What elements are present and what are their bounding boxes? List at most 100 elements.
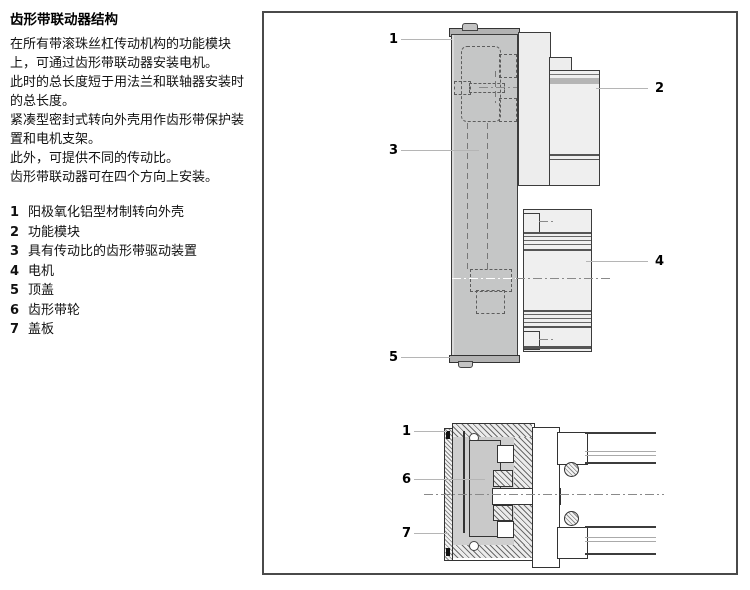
- ballscrew-section-icon: [564, 511, 579, 526]
- legend-item: 6 齿形带轮: [10, 301, 260, 321]
- cover-plate-screw-icon: [446, 431, 450, 439]
- module-flange-column: [532, 427, 560, 568]
- screw-axis-vline: [495, 71, 496, 103]
- shaft-hub-lower: [493, 505, 513, 521]
- callout-5: 5: [388, 350, 398, 365]
- legend-num: 4: [10, 263, 20, 279]
- callout-3: 3: [388, 143, 398, 158]
- rail-line: [585, 526, 656, 528]
- mount-block-top: [557, 432, 588, 465]
- sensor-notch-bottom: [523, 331, 540, 350]
- legend-label: 具有传动比的齿形带驱动装置: [28, 244, 198, 259]
- axis-centerline-on-housing: [452, 278, 516, 279]
- drive-module-body: [523, 209, 592, 352]
- leader-3: [401, 150, 479, 151]
- bearing-block-bottom: [497, 521, 514, 538]
- leader-5: [401, 357, 451, 358]
- shaft-hub-upper: [493, 470, 513, 487]
- stripe-band: [524, 346, 591, 349]
- housing-wall-right-upper: [514, 437, 532, 488]
- legend-num: 2: [10, 224, 20, 240]
- stripe-line: [524, 314, 591, 315]
- stripe-line: [524, 249, 591, 251]
- description-panel: 齿形带联动器结构 在所有带滚珠丝杠传动机构的功能模块 上，可通过齿形带联动器安装…: [10, 8, 260, 340]
- stripe-line: [550, 159, 599, 160]
- paragraph-line: 上，可通过齿形带联动器安装电机。: [10, 56, 219, 71]
- paragraph-line: 此外，可提供不同的传动比。: [10, 151, 180, 166]
- legend-num: 6: [10, 302, 20, 318]
- stripe-line: [524, 244, 591, 245]
- stripe-band: [550, 78, 599, 84]
- bottom-cap-screw-icon: [458, 361, 473, 368]
- rail-line: [585, 553, 656, 555]
- leader-2: [596, 88, 648, 89]
- legend-item: 1 阳极氧化铝型材制转向外壳: [10, 203, 260, 223]
- callout-1-section: 1: [401, 424, 411, 439]
- functional-module-body: [549, 70, 600, 186]
- stripe-line: [524, 318, 591, 319]
- stripe-line: [550, 74, 599, 75]
- section-title: 齿形带联动器结构: [10, 12, 118, 28]
- rail-line: [585, 541, 656, 542]
- top-cap-screw-icon: [462, 23, 478, 31]
- stripe-line: [524, 236, 591, 237]
- belt-run-line-left: [467, 123, 468, 269]
- parts-legend: 1 阳极氧化铝型材制转向外壳 2 功能模块 3 具有传动比的齿形带驱动装置 4 …: [10, 203, 260, 340]
- section-centerline: [424, 494, 664, 495]
- callout-7: 7: [401, 526, 411, 541]
- legend-label: 齿形带轮: [28, 302, 81, 318]
- legend-num: 7: [10, 322, 20, 337]
- sensor-notch-top: [523, 213, 540, 233]
- stripe-line: [550, 154, 599, 156]
- paragraph-line: 齿形带联动器可在四个方向上安装。: [10, 170, 219, 185]
- leader-1-top: [401, 39, 452, 40]
- rail-line: [585, 432, 656, 434]
- bearing-block-top: [497, 445, 514, 463]
- belt-run-line-right: [487, 123, 488, 269]
- stripe-line: [524, 240, 591, 241]
- legend-item: 5 顶盖: [10, 281, 260, 301]
- housing-wall-right-lower: [514, 503, 532, 545]
- legend-item: 7 盖板: [10, 320, 260, 340]
- leader-6: [414, 479, 485, 480]
- rail-line: [585, 451, 656, 452]
- paragraph-line: 置和电机支架。: [10, 132, 102, 147]
- legend-num: 5: [10, 283, 20, 298]
- paragraph-line: 的总长度。: [10, 94, 76, 109]
- legend-label: 功能模块: [28, 224, 81, 240]
- hidden-clamp-lower: [499, 98, 517, 122]
- hidden-lower-hub: [476, 290, 505, 314]
- leader-4: [586, 261, 648, 262]
- paragraph-line: 此时的总长度短于用法兰和联轴器安装时: [10, 75, 245, 90]
- legend-label: 盖板: [28, 322, 55, 337]
- legend-label: 顶盖: [28, 283, 55, 298]
- legend-item: 4 电机: [10, 262, 260, 282]
- stripe-line: [524, 232, 591, 234]
- flange-plate: [518, 32, 551, 186]
- callout-1-top: 1: [388, 32, 398, 47]
- bottom-cap: [449, 355, 520, 363]
- lube-notch-bottom: [469, 541, 479, 551]
- paragraph-line: 在所有带滚珠丝杠传动机构的功能模块: [10, 37, 232, 52]
- stripe-line: [524, 310, 591, 312]
- mount-block-bottom: [557, 527, 588, 559]
- leader-7: [414, 533, 449, 534]
- hidden-lower-pulley: [470, 269, 512, 292]
- legend-item: 2 功能模块: [10, 223, 260, 243]
- rail-line: [585, 537, 656, 538]
- hidden-screw-shaft: [469, 83, 505, 93]
- leader-1-section: [414, 431, 447, 432]
- figure-frame: 1 3 5 2 4: [262, 11, 738, 575]
- hidden-pulley-outline: [461, 46, 501, 122]
- screw-axis-line: [479, 87, 517, 88]
- hidden-clamp-upper: [499, 54, 517, 78]
- housing-wall-bottom: [453, 545, 532, 558]
- toothed-belt: [463, 431, 465, 533]
- legend-label: 电机: [28, 263, 55, 279]
- paragraph-line: 紧凑型密封式转向外壳用作齿形带保护装: [10, 113, 245, 128]
- axis-centerline: [516, 278, 612, 279]
- sensor-axis-bottom: [539, 339, 553, 340]
- legend-num: 1: [10, 205, 20, 220]
- legend-num: 3: [10, 244, 20, 259]
- legend-item: 3 具有传动比的齿形带驱动装置: [10, 242, 260, 262]
